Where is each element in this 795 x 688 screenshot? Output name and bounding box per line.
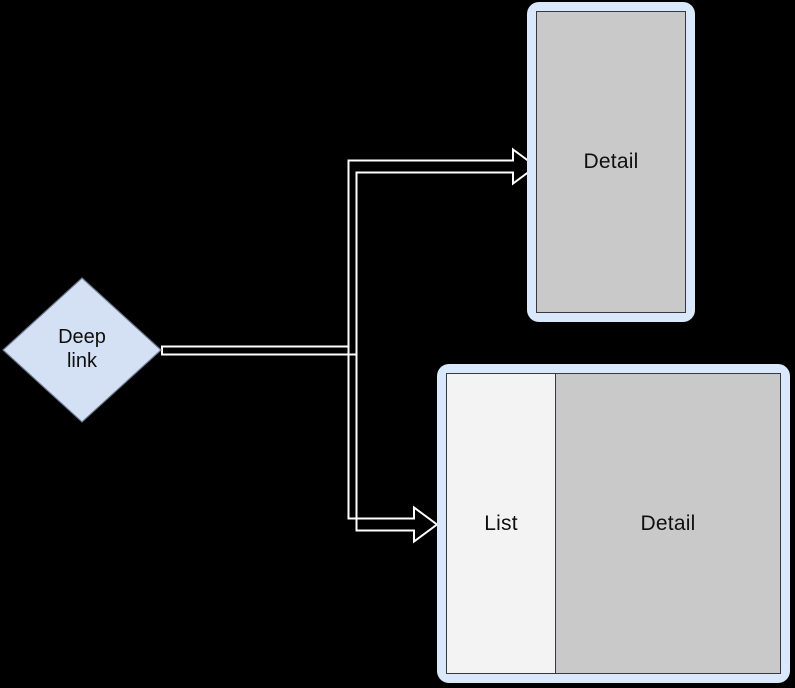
detail-pane[interactable]: Detail [536,11,686,313]
list-detail-detail-pane[interactable]: Detail [555,373,781,674]
list-detail-detail-pane-label: Detail [640,511,696,535]
edge-deep-link-to-list-detail [161,345,439,544]
list-pane-label: List [484,511,518,535]
diamond-shape [2,277,162,423]
edge-deep-link-to-detail [161,147,538,356]
deep-link-node[interactable]: Deep link [2,277,162,423]
detail-pane-label: Detail [583,150,639,174]
detail-device-frame[interactable]: Detail [527,2,695,322]
list-detail-device-frame[interactable]: List Detail [437,364,790,683]
list-pane[interactable]: List [446,373,555,674]
